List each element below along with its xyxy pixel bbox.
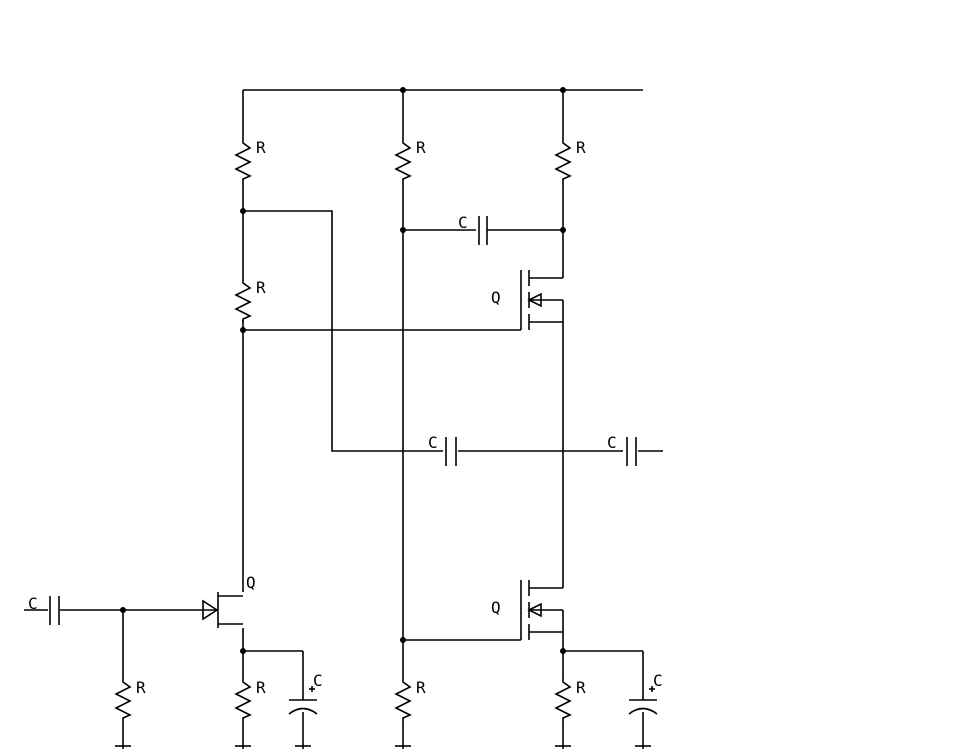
capacitor-c3	[626, 437, 637, 466]
resistor-r4	[234, 278, 252, 322]
resistors	[114, 138, 572, 722]
transistor-label: Q	[246, 573, 256, 592]
transistor-label: Q	[491, 598, 501, 617]
resistor-label: R	[416, 678, 426, 697]
resistor-label: R	[256, 278, 266, 297]
mosfet-q2	[520, 580, 563, 640]
electrolytic-capacitor-c6	[628, 686, 658, 715]
capacitors	[49, 216, 658, 715]
transistor-label: Q	[491, 288, 501, 307]
capacitor-label: C	[607, 433, 617, 452]
junction-dot	[400, 637, 406, 643]
capacitor-c1	[478, 216, 488, 245]
mosfet-q1	[520, 270, 563, 330]
transistors	[202, 270, 563, 640]
resistor-label: R	[256, 678, 266, 697]
junction-dot	[560, 87, 566, 93]
junction-dot	[240, 648, 246, 654]
resistor-label: R	[256, 138, 266, 157]
resistor-r2	[394, 138, 412, 183]
resistor-r6	[234, 677, 252, 722]
junction-dot	[400, 87, 406, 93]
bjt-q3	[202, 592, 243, 628]
resistor-r8	[554, 677, 572, 722]
junction-dot	[560, 227, 566, 233]
wire	[243, 210, 443, 452]
resistor-label: R	[576, 678, 586, 697]
capacitor-label: C	[458, 213, 468, 232]
capacitor-c2	[445, 437, 457, 466]
capacitor-label: C	[428, 433, 438, 452]
resistor-label: R	[416, 138, 426, 157]
capacitor-label: C	[28, 594, 38, 613]
wires	[24, 89, 663, 749]
resistor-label: R	[136, 678, 146, 697]
resistor-r1	[234, 138, 252, 183]
capacitor-label: C	[313, 671, 323, 690]
resistor-r5	[114, 677, 132, 722]
labels: R R R R R R R R C C C C C C Q Q Q	[28, 138, 663, 697]
resistor-label: R	[576, 138, 586, 157]
resistor-r3	[554, 138, 572, 183]
junction-dot	[560, 648, 566, 654]
junctions	[120, 87, 566, 654]
junction-dot	[400, 227, 406, 233]
junction-dot	[240, 327, 246, 333]
capacitor-c4	[49, 596, 60, 625]
capacitor-label: C	[653, 671, 663, 690]
junction-dot	[240, 208, 246, 214]
electrolytic-capacitor-c5	[288, 686, 318, 715]
resistor-r7	[394, 677, 412, 722]
junction-dot	[120, 607, 126, 613]
